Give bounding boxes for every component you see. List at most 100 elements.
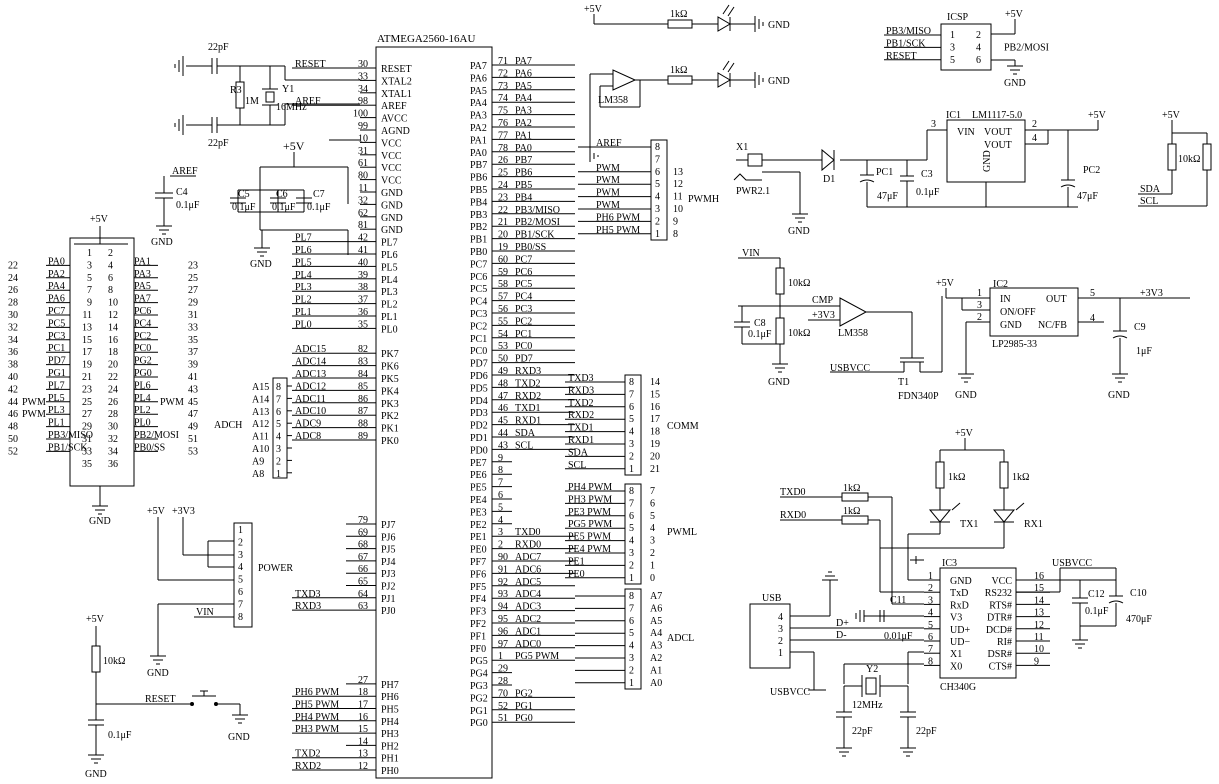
mcu-pin-name: PD1 [470,433,488,444]
mcu-pin-net: PL1 [295,307,312,318]
header36-net: PL1 [48,418,65,429]
mcu-pin-name: PF4 [470,594,486,605]
usb-label: USB [762,593,782,604]
comm-outer-num: 19 [650,439,660,450]
header36-outer-num: 45 [188,397,198,408]
mcu-pin-net: ADC15 [295,344,326,355]
pwmh-outer-num: 11 [673,192,683,203]
mcu-pin-net: ADC7 [515,552,541,563]
mcu-pin-net: RXD3 [515,366,541,377]
header36-net: PA3 [134,269,151,280]
mcu-pin-num: 61 [358,158,368,169]
pwmh-pin-num: 3 [655,204,660,215]
mcu-pin-net: RXD2 [295,761,321,772]
mcu-pin-net: PA0 [515,143,532,154]
header36-net: PA1 [134,256,151,267]
power-label: POWER [258,563,293,574]
ch340-pin-num: 3 [928,595,933,606]
ic1-vin: VIN [957,127,975,138]
header36-outer-num: 41 [188,372,198,383]
mcu-pin-name: PK7 [381,349,399,360]
mcu-pin-num: 76 [498,118,508,129]
mcu-pin-num: 46 [498,403,508,414]
mcu-pin-num: 94 [498,602,508,613]
mcu-pin-net: PH6 PWM [295,687,339,698]
header36-pin-num: 21 [82,372,92,383]
pwmh-net: AREF [596,138,622,149]
mcu-pin-num: 63 [358,601,368,612]
c8-value: 0.1μF [748,329,772,340]
c9-gnd: GND [1108,390,1130,401]
r3-label: R3 [230,85,242,96]
mcu-pin-net: PB2/MOSI [515,217,560,228]
mcu-pin-name: PH1 [381,754,399,765]
adch-pin-num: 4 [276,432,281,443]
pwml-net: PE5 PWM [568,532,611,543]
ch340-pin-name: DCD# [986,625,1012,636]
header36-outer-num: 43 [188,384,198,395]
cmp-gnd: GND [768,377,790,388]
ch340-pin-num: 1 [928,571,933,582]
mcu-left-pins-top: RESET30RESETXTAL233XTAL134AREF98AREFAVCC… [292,59,412,447]
comm-net: RXD3 [568,385,594,396]
ch340-pin-num: 6 [928,632,933,643]
mcu-pin-name: PH6 [381,692,399,703]
c9-value: 1μF [1136,346,1152,357]
mcu-pin-net: ADC5 [515,577,541,588]
ic2-pin1: 1 [977,288,982,299]
header36-outer-num: 38 [8,360,18,371]
pwmh-pin-num: 5 [655,179,660,190]
mcu-pin-num: 35 [358,319,368,330]
mcu-pin-name: PD0 [470,445,488,456]
ic3-part: CH340G [940,682,976,693]
c4-label: C4 [176,187,188,198]
header36-pwm: PWM [22,409,46,420]
mcu-pin-num: 80 [358,171,368,182]
icsp-pin-num: 4 [976,42,981,53]
mcu-pin-num: 7 [498,478,503,489]
mcu-pin-num: 100 [353,109,368,120]
adcl-pin-num: 1 [629,678,634,689]
txrx-plus5v: +5V [955,428,974,439]
usb-pin-num: 1 [778,648,783,659]
header36-pin-num: 33 [82,446,92,457]
mcu-pin-num: 96 [498,626,508,637]
header36-outer-num: 34 [8,335,18,346]
c10-label: C10 [1130,588,1147,599]
mcu-pin-name: RESET [381,64,412,75]
ic1-label: IC1 [946,110,961,121]
mcu-pin-name: PJ3 [381,569,395,580]
pwmh-label: PWMH [688,194,719,205]
header36-net: PA6 [48,294,65,305]
icsp-pin-num: 2 [976,30,981,41]
mcu-pin-name: PK6 [381,362,399,373]
mcu-pin-name: PC1 [470,334,487,345]
mcu-pin-net: PB7 [515,155,532,166]
mcu-pin-name: PA6 [470,73,487,84]
c12-value: 0.1μF [1085,606,1109,617]
mcu-pin-net: PC4 [515,292,532,303]
icsp-net: PB1/SCK [886,38,926,49]
mcu-power-wiring: +5V GND C5 C6 C7 0.1μF 0.1μF 0.1μF [230,139,360,270]
adch-pin-num: 2 [276,456,281,467]
ch340-usbvcc: USBVCC [1052,558,1092,569]
ch340-pin-name: DSR# [988,649,1012,660]
ic1-plus5v: +5V [1088,110,1107,121]
mcu-pin-name: PA2 [470,123,487,134]
cmp-label: CMP [812,295,834,306]
header36-outer-num: 49 [188,422,198,433]
header36-net: PG0 [134,368,152,379]
header36-net: PC0 [134,343,151,354]
mcu-pin-num: 10 [358,133,368,144]
mcu-pin-name: PA4 [470,98,487,109]
c12-label: C12 [1088,589,1105,600]
mcu-pin-name: PF1 [470,631,486,642]
c5-label: C5 [238,189,250,200]
c9-label: C9 [1134,322,1146,333]
mcu-pin-net: TXD2 [295,749,321,760]
mcu-pin-name: PG5 [470,656,488,667]
header36-pin-num: 3 [87,260,92,271]
pwml-outer-num: 4 [650,523,655,534]
mcu-pin-net: RXD0 [515,540,541,551]
